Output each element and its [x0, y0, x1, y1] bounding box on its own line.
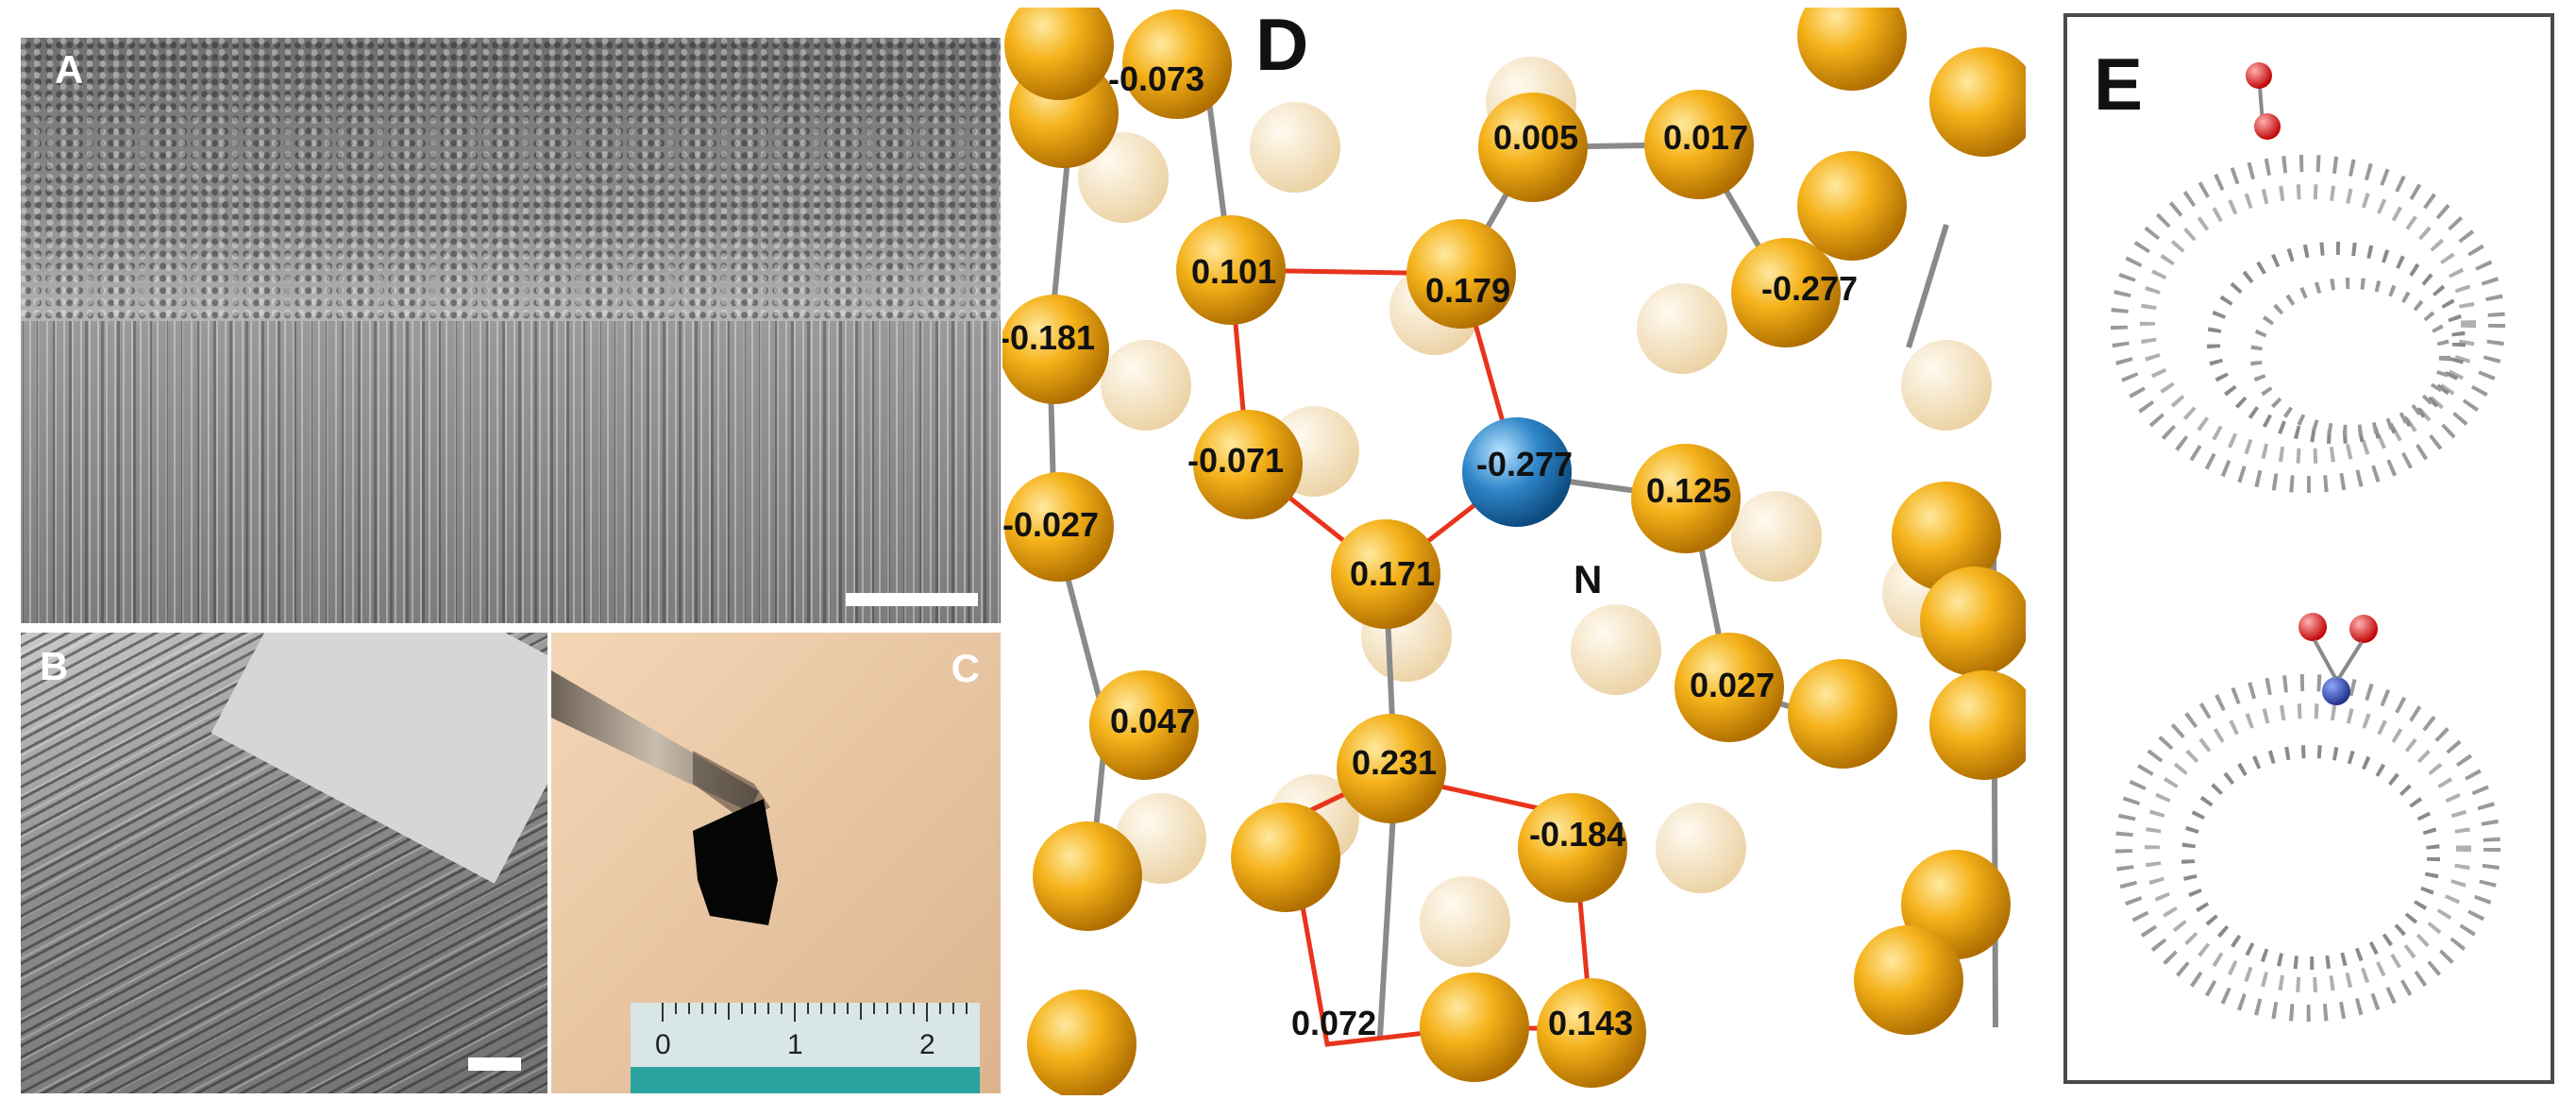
- panel-a-sem-image: A: [21, 38, 1001, 623]
- charge-label: -0.277: [1761, 269, 1858, 308]
- panel-label-b: B: [40, 644, 69, 688]
- charge-label: 0.171: [1350, 554, 1435, 593]
- charge-label: 0.101: [1191, 252, 1276, 291]
- nanotube-o2-models: [2111, 62, 2505, 1022]
- charge-label: 0.047: [1110, 702, 1195, 740]
- ruler-tick-1: 1: [787, 1029, 803, 1060]
- charge-label: -0.071: [1187, 441, 1284, 480]
- charge-label: -0.027: [1002, 505, 1099, 544]
- oxygen-atom: [2349, 615, 2378, 643]
- charge-label: -0.181: [1002, 318, 1095, 357]
- ruler-tick-0: 0: [655, 1029, 671, 1060]
- panel-e-adsorption-models: E: [2063, 13, 2554, 1084]
- tube-n-doped: [2115, 613, 2500, 1022]
- oxygen-atom: [2298, 613, 2327, 641]
- nanotube-forest-sidewall: [21, 321, 1001, 623]
- charge-label: -0.073: [1108, 59, 1204, 98]
- panel-label-e: E: [2094, 42, 2144, 126]
- panel-b-tem-image: B: [21, 633, 547, 1093]
- ruler-tick-2: 2: [919, 1029, 935, 1060]
- charge-label: -0.277: [1476, 445, 1573, 483]
- panel-d-charge-model: -0.073 0.005 0.017 0.101 0.179 -0.277 -0…: [1002, 8, 2026, 1095]
- charge-distribution-model: -0.073 0.005 0.017 0.101 0.179 -0.277 -0…: [1002, 8, 2026, 1095]
- charge-label: 0.072: [1291, 1004, 1376, 1042]
- front-atoms: [1002, 8, 2026, 1095]
- scale-bar: [468, 1058, 521, 1071]
- charge-label: 0.005: [1493, 118, 1578, 157]
- nitrogen-label: N: [1574, 557, 1602, 601]
- panel-label-c: C: [951, 646, 980, 690]
- charge-label: 0.017: [1663, 118, 1748, 157]
- oxygen-atom: [2246, 62, 2272, 89]
- scale-bar: [846, 593, 978, 606]
- nitrogen-dopant-atom: [2322, 677, 2350, 705]
- nanotube-forest-top: [21, 38, 1001, 321]
- charge-label: 0.125: [1646, 471, 1731, 510]
- panel-label-d: D: [1255, 8, 1309, 86]
- film-photo-illustration: 0 1 2: [551, 633, 1001, 1093]
- tube-pristine: [2111, 62, 2505, 493]
- nitrogen-atom: [1462, 417, 1572, 527]
- panel-c-photograph: 0 1 2 C: [551, 633, 1001, 1093]
- charge-label: 0.027: [1690, 666, 1775, 704]
- charge-label: 0.179: [1425, 271, 1510, 310]
- charge-label: -0.184: [1529, 815, 1625, 854]
- carbon-film: [693, 799, 778, 925]
- oxygen-atom: [2254, 113, 2281, 140]
- charge-label: 0.143: [1548, 1004, 1633, 1042]
- charge-label: 0.231: [1352, 743, 1437, 782]
- panel-label-a: A: [55, 47, 84, 92]
